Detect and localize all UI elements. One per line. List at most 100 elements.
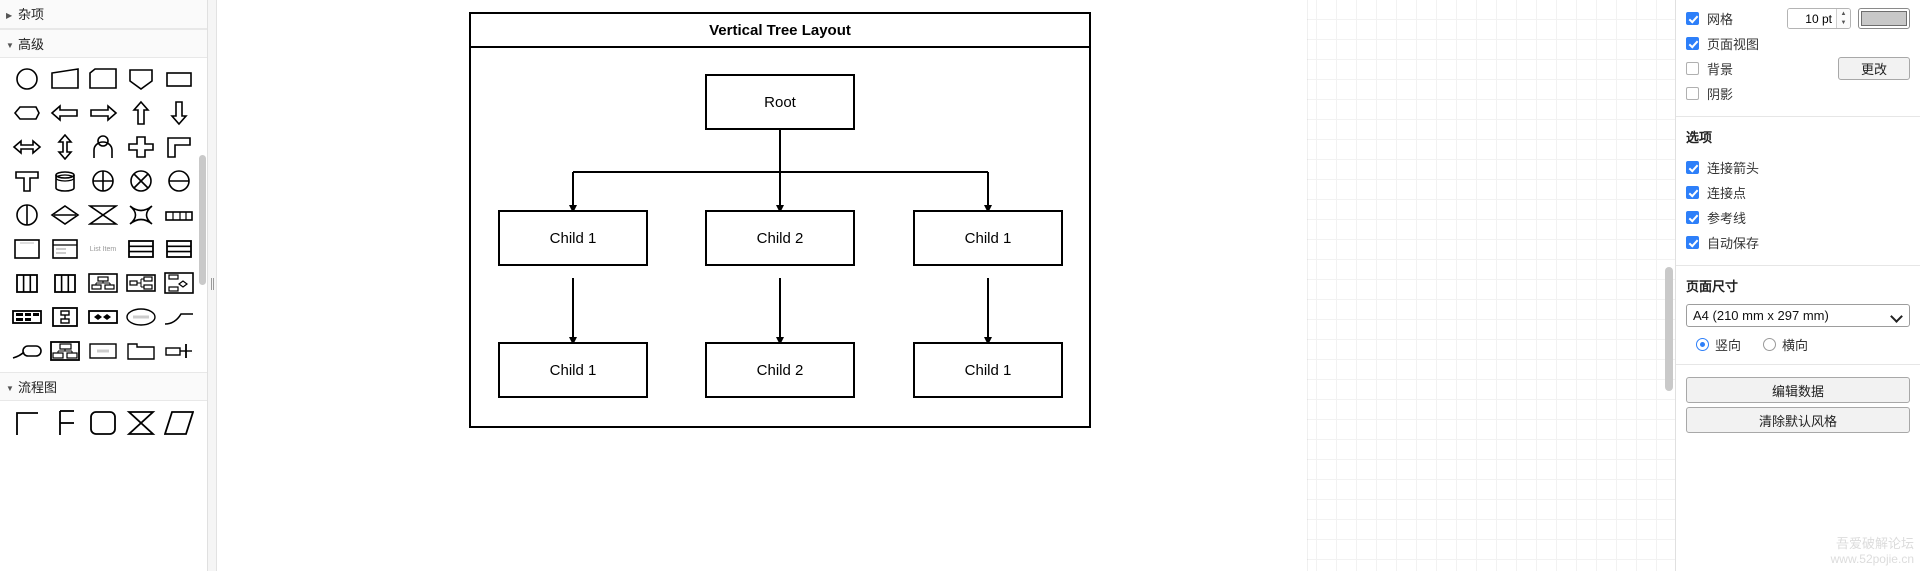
grid-size-arrows[interactable]: ▲ ▼ — [1836, 9, 1850, 28]
options-group: 选项 连接箭头 连接点 参考线 自动保存 — [1676, 117, 1920, 266]
guides-checkbox[interactable] — [1686, 211, 1699, 224]
shape-swimlane-h[interactable] — [8, 300, 46, 334]
shape-circle[interactable] — [8, 62, 46, 96]
stepper-up-icon[interactable]: ▲ — [1840, 10, 1847, 17]
shadow-checkbox[interactable] — [1686, 87, 1699, 100]
shape-tee[interactable] — [8, 164, 46, 198]
vertical-tree-diagram: Vertical Tree Layout — [469, 12, 1091, 428]
shape-circle-x[interactable] — [122, 164, 160, 198]
shape-concave-star[interactable] — [122, 198, 160, 232]
shape-corner[interactable] — [160, 130, 198, 164]
shape-fc-rounded-rect[interactable] — [84, 405, 122, 439]
shape-plain-rect-label[interactable] — [84, 334, 122, 368]
node-level2-child-1[interactable]: Child 1 — [498, 342, 648, 398]
splitter-grip-icon — [211, 278, 214, 290]
shape-fc-corner[interactable] — [8, 405, 46, 439]
shape-arrow-down[interactable] — [160, 96, 198, 130]
chevron-down-icon: ▼ — [6, 41, 14, 51]
shape-trapezoid[interactable] — [46, 62, 84, 96]
node-level1-child-1[interactable]: Child 1 — [498, 210, 648, 266]
orientation-portrait[interactable]: 竖向 — [1696, 335, 1741, 354]
shadow-label: 阴影 — [1707, 87, 1734, 102]
landscape-label: 横向 — [1782, 338, 1809, 353]
node-level2-child-2[interactable]: Child 2 — [705, 342, 855, 398]
shape-columns-3[interactable] — [8, 266, 46, 300]
shape-list-item[interactable]: List Item — [84, 232, 122, 266]
shape-bowtie[interactable] — [84, 198, 122, 232]
shape-network-strip[interactable] — [84, 300, 122, 334]
shape-horizontal-tree[interactable] — [122, 266, 160, 300]
shape-columns-3b[interactable] — [46, 266, 84, 300]
shape-lollipop[interactable] — [8, 334, 46, 368]
shadow-row: 阴影 — [1686, 81, 1910, 106]
node-level1-child-3-label: Child 1 — [964, 229, 1012, 247]
node-root-label: Root — [764, 93, 796, 111]
shape-fc-parallelogram[interactable] — [160, 405, 198, 439]
shape-bar-connector[interactable] — [160, 334, 198, 368]
background-checkbox[interactable] — [1686, 62, 1699, 75]
sidebar-section-flowchart[interactable]: ▼流程图 — [0, 372, 207, 401]
shape-rectangle[interactable] — [160, 62, 198, 96]
shape-arrow-right[interactable] — [84, 96, 122, 130]
shape-tree-diagram[interactable] — [84, 266, 122, 300]
shape-ellipse-label[interactable] — [122, 300, 160, 334]
shape-hexagon-flat[interactable] — [8, 96, 46, 130]
sidebar-splitter[interactable] — [208, 0, 217, 571]
view-settings-group: 网格 ▲ ▼ 页面视图 背景 更改 — [1676, 0, 1920, 117]
shape-window-plain[interactable] — [8, 232, 46, 266]
shape-arrow-up[interactable] — [122, 96, 160, 130]
page-view-checkbox[interactable] — [1686, 37, 1699, 50]
clear-default-style-button[interactable]: 清除默认风格 — [1686, 407, 1910, 433]
shape-curve-connector[interactable] — [160, 300, 198, 334]
shape-vertical-tree-preview[interactable] — [46, 300, 84, 334]
grid-size-input[interactable] — [1788, 9, 1836, 28]
edit-data-button[interactable]: 编辑数据 — [1686, 377, 1910, 403]
page-size-select[interactable]: A4 (210 mm x 297 mm) — [1686, 304, 1910, 327]
node-level1-child-1-label: Child 1 — [549, 229, 597, 247]
format-panel: 网格 ▲ ▼ 页面视图 背景 更改 — [1675, 0, 1920, 571]
node-level1-child-2[interactable]: Child 2 — [705, 210, 855, 266]
grid-color-swatch[interactable] — [1858, 8, 1910, 29]
shape-arrow-double-vertical[interactable] — [46, 130, 84, 164]
shape-table-rows[interactable] — [122, 232, 160, 266]
shape-cylinder[interactable] — [46, 164, 84, 198]
shape-cut-corner-rect[interactable] — [84, 62, 122, 96]
shape-org-chart[interactable] — [46, 334, 84, 368]
autosave-checkbox[interactable] — [1686, 236, 1699, 249]
connection-arrows-checkbox[interactable] — [1686, 161, 1699, 174]
grid-checkbox[interactable] — [1686, 12, 1699, 25]
shape-actor[interactable] — [84, 130, 122, 164]
shape-fc-bowtie[interactable] — [122, 405, 160, 439]
background-change-button[interactable]: 更改 — [1838, 57, 1910, 80]
canvas-scrollbar[interactable] — [1665, 267, 1673, 391]
shape-window-form[interactable] — [46, 232, 84, 266]
node-level2-child-3[interactable]: Child 1 — [913, 342, 1063, 398]
node-level1-child-3[interactable]: Child 1 — [913, 210, 1063, 266]
landscape-radio-dot[interactable] — [1763, 338, 1777, 351]
connection-points-checkbox[interactable] — [1686, 186, 1699, 199]
shape-circle-vertical-split[interactable] — [8, 198, 46, 232]
stepper-down-icon[interactable]: ▼ — [1840, 20, 1847, 27]
shape-pentagon-down[interactable] — [122, 62, 160, 96]
shape-circle-horizontal-split[interactable] — [160, 164, 198, 198]
shape-arrow-left[interactable] — [46, 96, 84, 130]
shape-table-rows-2[interactable] — [160, 232, 198, 266]
sidebar-section-misc[interactable]: ▶杂项 — [0, 0, 207, 29]
shape-cross[interactable] — [122, 130, 160, 164]
orientation-landscape[interactable]: 横向 — [1763, 335, 1808, 354]
portrait-radio-dot[interactable] — [1696, 338, 1709, 351]
sidebar-scrollbar[interactable] — [199, 155, 206, 285]
shape-circle-cross-quarters[interactable] — [84, 164, 122, 198]
sidebar-section-advanced[interactable]: ▼高级 — [0, 29, 207, 58]
shape-folder[interactable] — [122, 334, 160, 368]
grid-size-stepper[interactable]: ▲ ▼ — [1787, 8, 1851, 29]
shape-arrow-double-horizontal[interactable] — [8, 130, 46, 164]
background-row: 背景 更改 — [1686, 56, 1910, 81]
watermark: 吾爱破解论坛 www.52pojie.cn — [1831, 536, 1914, 567]
node-root[interactable]: Root — [705, 74, 855, 130]
shape-connector-strip[interactable] — [160, 198, 198, 232]
shape-diamond-split[interactable] — [46, 198, 84, 232]
shape-fc-tee-left[interactable] — [46, 405, 84, 439]
diagram-canvas[interactable]: Vertical Tree Layout — [217, 0, 1675, 571]
shape-flow-diagram[interactable] — [160, 266, 198, 300]
